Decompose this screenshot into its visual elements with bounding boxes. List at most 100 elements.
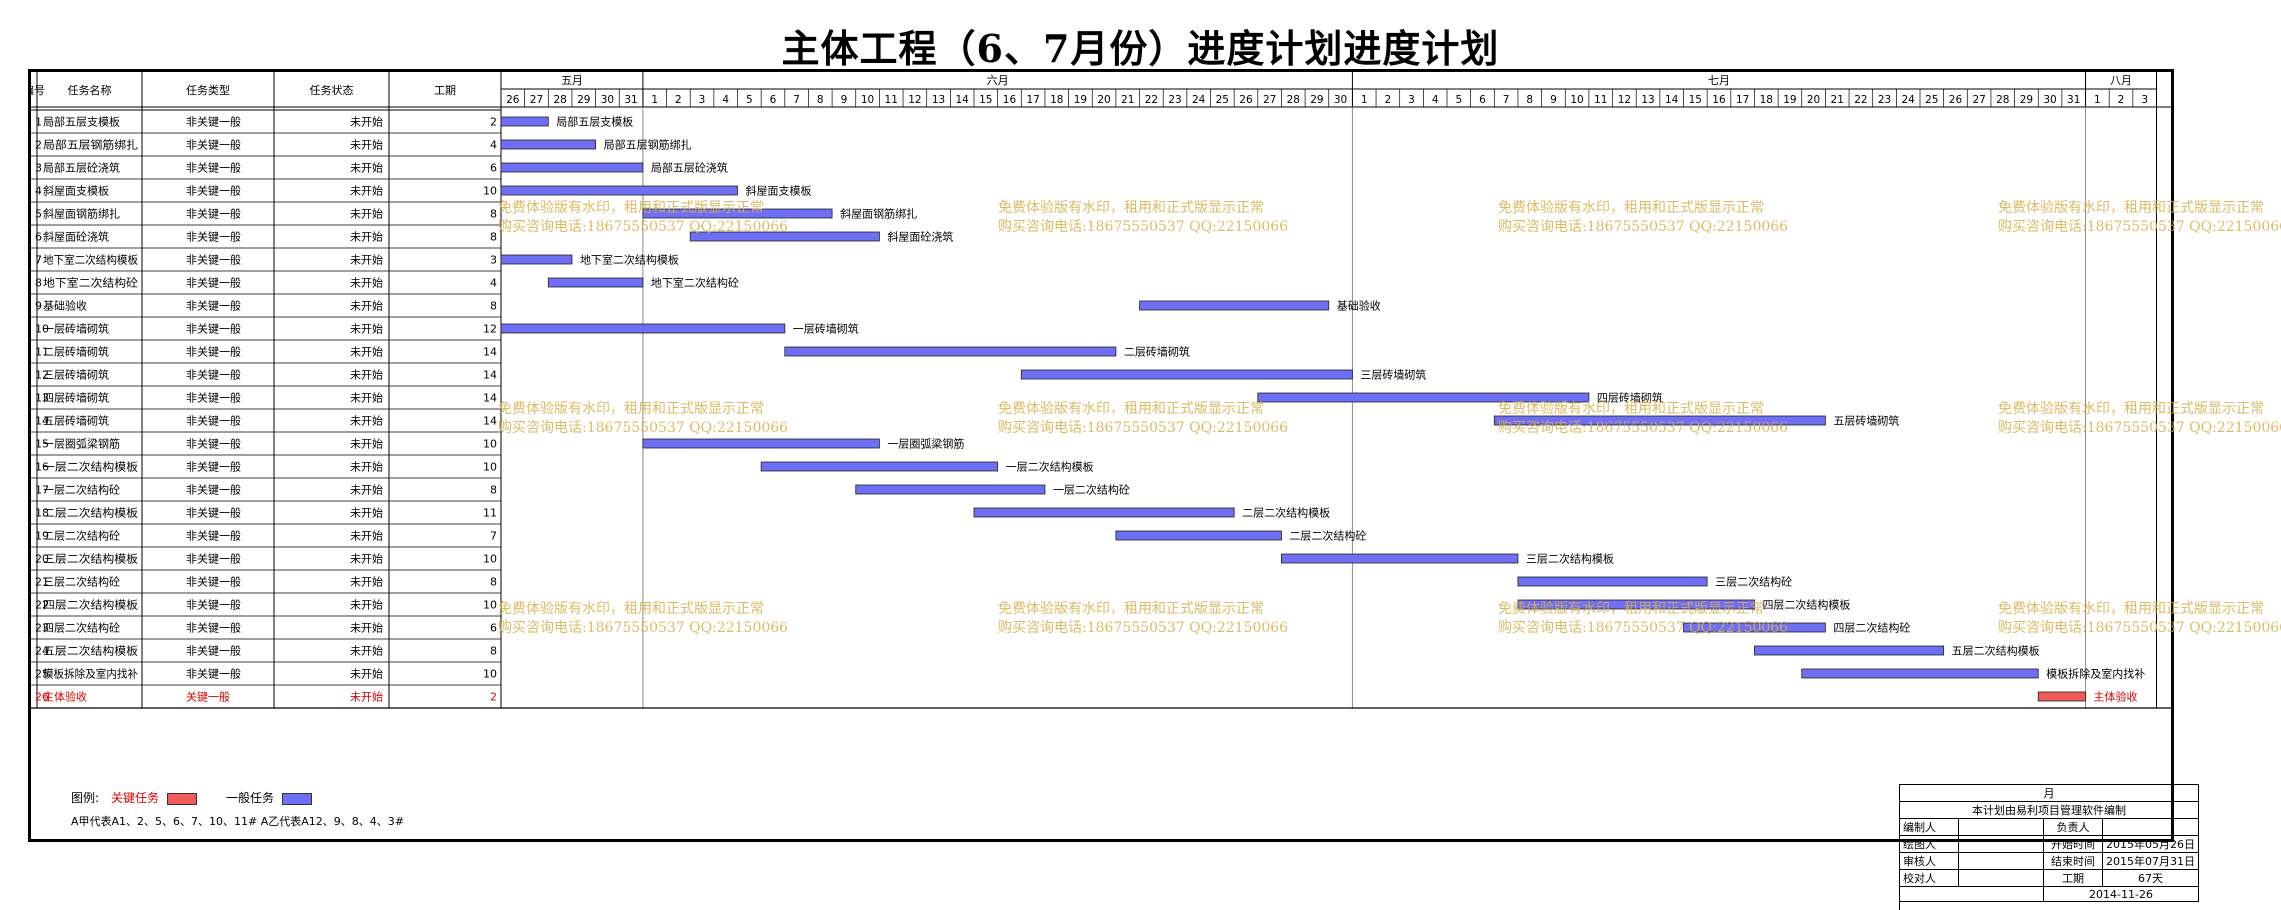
day-tick-label: 21	[1831, 94, 1844, 106]
task-type: 非关键一般	[186, 161, 241, 175]
legend-critical-swatch	[167, 792, 198, 805]
task-type: 非关键一般	[186, 368, 241, 382]
task-id: 22	[35, 599, 49, 612]
task-name: 三层砖墙砌筑	[43, 368, 109, 382]
day-tick-label: 9	[841, 94, 848, 106]
building-codes-note: A甲代表A1、2、5、6、7、10、11# A乙代表A12、9、8、4、3#	[71, 815, 405, 828]
month-label: 八月	[2110, 74, 2132, 87]
task-status: 未开始	[350, 414, 383, 428]
column-header: 任务类型	[186, 83, 230, 97]
task-bar	[500, 162, 644, 173]
task-name: 地下室二次结构模板	[43, 253, 138, 267]
day-tick-label: 5	[746, 94, 753, 106]
day-tick-label: 17	[1736, 94, 1749, 106]
day-tick-label: 25	[1216, 94, 1229, 106]
day-tick-label: 7	[1503, 94, 1510, 106]
task-status: 未开始	[350, 230, 383, 244]
task-bar-label: 三层砖墙砌筑	[1360, 368, 1426, 382]
day-tick-label: 3	[699, 94, 706, 106]
day-tick-label: 19	[1074, 94, 1087, 106]
task-name: 二层二次结构模板	[43, 506, 138, 520]
task-bar-label: 一层砖墙砌筑	[793, 322, 859, 336]
task-id: 11	[35, 346, 49, 359]
info-label: 结束时间	[2043, 852, 2103, 870]
task-name: 一层二次结构砼	[43, 483, 120, 497]
task-name: 基础验收	[43, 299, 87, 313]
day-tick-label: 13	[1641, 94, 1654, 106]
day-tick-label: 2	[2118, 94, 2125, 106]
task-bar	[1801, 668, 2039, 679]
task-name: 局部五层砼浇筑	[43, 161, 120, 175]
task-bar	[1517, 576, 1708, 587]
day-tick-label: 12	[1618, 94, 1631, 106]
task-name: 斜屋面钢筋绑扎	[43, 207, 120, 221]
task-status: 未开始	[350, 621, 383, 635]
task-id: 26	[35, 691, 49, 704]
task-duration: 10	[483, 599, 497, 612]
task-id: 9	[35, 300, 42, 313]
task-bar	[760, 461, 999, 472]
day-tick-label: 10	[861, 94, 874, 106]
day-tick-label: 20	[1807, 94, 1820, 106]
info-value: 67天	[2102, 869, 2199, 887]
task-duration: 10	[483, 668, 497, 681]
task-id: 21	[35, 576, 49, 589]
day-tick-label: 28	[1996, 94, 2009, 106]
task-status: 未开始	[350, 138, 383, 152]
task-type: 非关键一般	[186, 322, 241, 336]
column-header: 编号	[31, 83, 45, 97]
task-type: 非关键一般	[186, 230, 241, 244]
task-id: 3	[35, 162, 42, 175]
day-tick-label: 11	[885, 94, 898, 106]
info-label: 工期	[2043, 869, 2103, 887]
task-duration: 6	[490, 162, 497, 175]
day-tick-label: 1	[2094, 94, 2101, 106]
task-bar-label: 四层二次结构模板	[1762, 598, 1850, 612]
task-bar	[642, 438, 880, 449]
legend-critical-label: 关键任务	[111, 791, 160, 805]
info-label: 绘图人	[1900, 835, 1959, 853]
task-name: 四层二次结构模板	[43, 598, 138, 612]
task-name: 五层砖墙砌筑	[43, 414, 109, 428]
day-tick-label: 27	[530, 94, 543, 106]
task-bar-label: 地下室二次结构模板	[580, 253, 679, 267]
task-bar	[1115, 530, 1282, 541]
task-bar-label: 四层二次结构砼	[1833, 621, 1910, 635]
task-type: 非关键一般	[186, 299, 241, 313]
day-tick-label: 29	[2020, 94, 2033, 106]
day-tick-label: 26	[1239, 94, 1253, 106]
task-bar-label: 三层二次结构砼	[1715, 575, 1792, 589]
task-bar	[500, 254, 573, 265]
day-tick-label: 1	[1361, 94, 1368, 106]
day-tick-label: 3	[2141, 94, 2148, 106]
task-duration: 10	[483, 185, 497, 198]
info-label: 开始时间	[2043, 835, 2103, 853]
task-status: 未开始	[350, 460, 383, 474]
task-type: 关键一般	[186, 690, 230, 704]
task-name: 局部五层支模板	[43, 115, 120, 129]
info-value: 2015年05月26日	[2102, 835, 2199, 853]
task-status: 未开始	[350, 667, 383, 681]
day-tick-label: 10	[1570, 94, 1583, 106]
task-type: 非关键一般	[186, 575, 241, 589]
task-bar-label: 五层二次结构模板	[1952, 644, 2040, 658]
task-type: 非关键一般	[186, 437, 241, 451]
task-status: 未开始	[350, 161, 383, 175]
task-type: 非关键一般	[186, 414, 241, 428]
task-type: 非关键一般	[186, 529, 241, 543]
task-bar-label: 局部五层砼浇筑	[651, 161, 728, 175]
task-name: 地下室二次结构砼	[43, 276, 138, 290]
task-type: 非关键一般	[186, 621, 241, 635]
task-id: 13	[35, 392, 49, 405]
task-bar-label: 地下室二次结构砼	[651, 276, 739, 290]
task-id: 14	[35, 415, 49, 428]
task-id: 7	[35, 254, 42, 267]
task-bar	[1257, 392, 1590, 403]
info-value	[1958, 835, 2044, 853]
day-tick-label: 31	[2067, 94, 2080, 106]
info-value	[1958, 869, 2044, 887]
task-duration: 2	[490, 116, 497, 129]
task-id: 2	[35, 139, 42, 152]
task-duration: 2	[490, 691, 497, 704]
task-duration: 4	[490, 139, 497, 152]
